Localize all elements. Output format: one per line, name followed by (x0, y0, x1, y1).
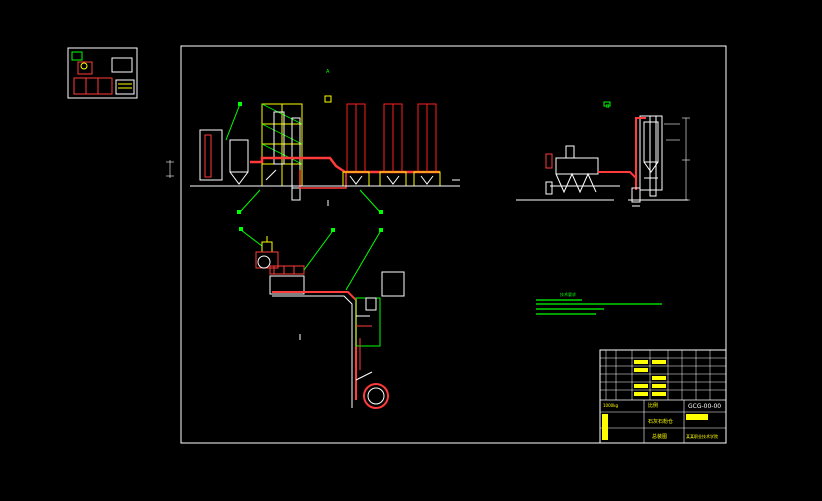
technical-notes: 技术要求 (536, 291, 662, 315)
scale-label: 比例 (648, 402, 658, 409)
title-line-1: 石灰石粉仓 (648, 418, 673, 425)
title-line-2: 总装图 (652, 433, 667, 440)
drawing-number: GCG-00-00 (688, 403, 721, 410)
title-block: 1000kg 比例 GCG-00-00 石灰石粉仓 总装图 某某职业技术学院 (599, 349, 727, 444)
front-elevation-view: A (166, 69, 460, 214)
side-elevation-view: B (516, 101, 690, 207)
sheet-preview-icon[interactable] (67, 47, 138, 99)
company-name: 某某职业技术学院 (686, 433, 718, 439)
svg-text:B: B (606, 104, 610, 110)
weight-label: 1000kg (603, 403, 618, 408)
notes-heading: 技术要求 (560, 291, 576, 297)
svg-text:A: A (326, 69, 330, 75)
drawing-frame (180, 45, 727, 444)
plan-view (239, 227, 405, 409)
